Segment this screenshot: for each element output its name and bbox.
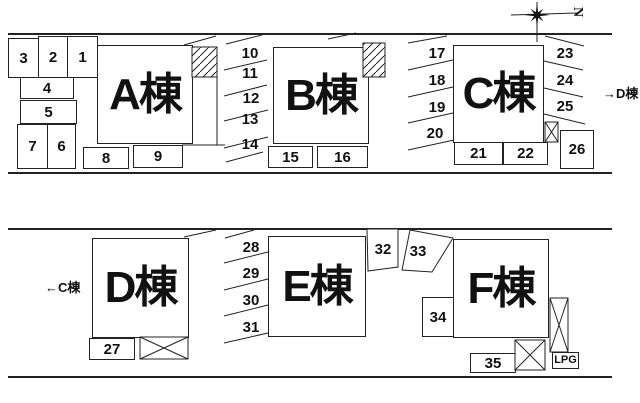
building-c-label: C棟: [462, 69, 537, 118]
building-a-label: A棟: [109, 69, 183, 119]
parking-space-34: 34: [422, 297, 454, 337]
parking-space-16: 16: [317, 146, 368, 168]
road-boundary-lines: [8, 33, 612, 378]
parking-space-29: 29: [242, 265, 260, 282]
building-b-label: B棟: [285, 70, 359, 120]
parking-space-25: 25: [556, 98, 574, 115]
parking-space-18: 18: [428, 72, 446, 89]
compass-rose-icon: [510, 2, 578, 42]
parking-space-10: 10: [241, 45, 259, 62]
parking-space-17: 17: [428, 45, 446, 62]
parking-space-32: 32: [374, 241, 392, 258]
parking-space-4: 4: [20, 77, 74, 99]
north-indicator: N: [570, 6, 585, 18]
parking-space-26: 26: [560, 130, 594, 169]
parking-space-11: 11: [242, 65, 258, 82]
building-e: E棟: [268, 236, 366, 337]
parking-space-6: 6: [47, 124, 76, 169]
building-d-label: D棟: [104, 263, 179, 312]
entrance-notch-lines: [183, 32, 357, 238]
parking-space-22: 22: [503, 142, 548, 165]
crossed-area-f-icon: [514, 339, 546, 371]
crossed-area-f-tall-icon: [549, 297, 569, 353]
parking-space-5: 5: [20, 100, 77, 124]
parking-space-12: 12: [242, 90, 260, 107]
parking-space-24: 24: [556, 72, 574, 89]
parking-space-31: 31: [242, 319, 260, 336]
parking-space-20: 20: [426, 125, 444, 142]
lot-edge-lines: [182, 77, 225, 146]
angled-stall-divider-lines: [223, 34, 586, 344]
building-d: D棟: [92, 238, 189, 338]
building-e-label: E棟: [282, 261, 353, 311]
parking-space-9: 9: [133, 145, 183, 168]
parking-space-32-outline: [366, 228, 399, 272]
hatched-entry-b-icon: [362, 42, 386, 78]
parking-space-30: 30: [242, 292, 260, 309]
hatched-entry-a-icon: [191, 46, 218, 78]
parking-space-35: 35: [470, 353, 516, 373]
building-f-label: F棟: [467, 263, 537, 313]
building-b: B棟: [273, 47, 369, 144]
crossed-area-d-icon: [139, 336, 189, 360]
building-a: A棟: [97, 45, 193, 144]
crossed-area-c-icon: [544, 121, 559, 143]
parking-space-27: 27: [89, 338, 135, 360]
parking-space-21: 21: [454, 142, 503, 165]
parking-space-13: 13: [241, 111, 259, 128]
parking-space-8: 8: [83, 147, 129, 169]
to-d-building-label: →D棟: [603, 86, 639, 101]
building-c: C棟: [453, 45, 544, 143]
parking-space-33-outline: [401, 229, 454, 273]
parking-space-23: 23: [556, 45, 574, 62]
parking-space-7: 7: [17, 124, 48, 169]
parking-space-15: 15: [268, 146, 313, 168]
parking-space-1: 1: [67, 36, 98, 78]
parking-space-33: 33: [409, 243, 427, 260]
to-c-building-label: ←C棟: [45, 280, 81, 295]
parking-space-28: 28: [242, 239, 260, 256]
parking-space-19: 19: [428, 99, 446, 116]
building-f: F棟: [453, 239, 549, 338]
parking-space-14: 14: [241, 136, 259, 153]
